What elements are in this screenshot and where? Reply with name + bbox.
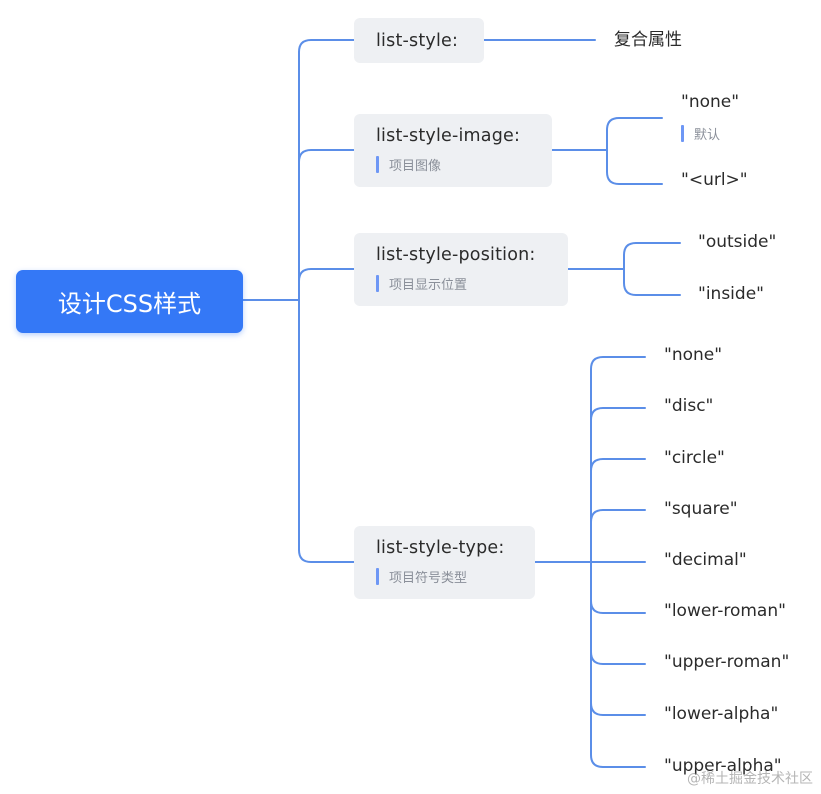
leaf-image-url[interactable]: "<url>" (681, 170, 748, 190)
leaf-type-decimal[interactable]: "decimal" (664, 550, 747, 570)
connector-type-square (590, 509, 646, 523)
connector-type-upper-roman (590, 651, 646, 665)
connector-type-lower-alpha (590, 702, 646, 716)
note-bar (376, 275, 379, 292)
note-bar (376, 156, 379, 173)
note-bar (376, 568, 379, 585)
connector-position-outside (623, 242, 681, 270)
note-bar (681, 125, 684, 142)
connector-position-inside (623, 268, 681, 296)
leaf-note-text: 默认 (694, 128, 721, 143)
connector-image-url (606, 149, 663, 185)
connector-type-circle (590, 458, 646, 472)
leaf-type-square[interactable]: "square" (664, 499, 738, 519)
connector-root-to-image (298, 149, 355, 163)
connector-type-spine (590, 356, 646, 768)
branch-title: list-style: (376, 30, 459, 51)
leaf-image-none[interactable]: "none" (681, 92, 740, 112)
branch-note: 项目符号类型 (376, 567, 513, 586)
leaf-type-none[interactable]: "none" (664, 345, 723, 365)
connector-root-to-position (298, 268, 355, 282)
leaf-position-inside[interactable]: "inside" (698, 284, 764, 304)
watermark: @稀土掘金技术社区 (687, 771, 813, 787)
branch-title: list-style-position: (376, 245, 536, 265)
branch-list-style-position[interactable]: list-style-position: 项目显示位置 (354, 233, 568, 306)
leaf-type-upper-alpha[interactable]: "upper-alpha" (664, 756, 782, 776)
leaf-type-lower-roman[interactable]: "lower-roman" (664, 601, 786, 621)
root-node[interactable]: 设计CSS样式 (16, 270, 243, 333)
branch-list-style-image[interactable]: list-style-image: 项目图像 (354, 114, 552, 187)
leaf-type-circle[interactable]: "circle" (664, 448, 725, 468)
branch-note-text: 项目显示位置 (389, 278, 468, 293)
connector-type-lower-roman (590, 600, 646, 614)
leaf-list-style-composite[interactable]: 复合属性 (614, 30, 682, 50)
branch-list-style-type[interactable]: list-style-type: 项目符号类型 (354, 526, 535, 599)
leaf-position-outside[interactable]: "outside" (698, 232, 777, 252)
branch-note-text: 项目符号类型 (389, 571, 468, 586)
branch-title: list-style-type: (376, 538, 505, 558)
branch-list-style[interactable]: list-style: (354, 18, 484, 63)
branch-note: 项目显示位置 (376, 274, 546, 293)
leaf-type-upper-roman[interactable]: "upper-roman" (664, 652, 790, 672)
leaf-type-lower-alpha[interactable]: "lower-alpha" (664, 704, 779, 724)
leaf-type-disc[interactable]: "disc" (664, 396, 714, 416)
branch-note-text: 项目图像 (389, 159, 442, 174)
connector-root-to-type (298, 299, 355, 563)
connector-image-none (606, 117, 663, 151)
connector-root-spine (298, 39, 355, 301)
leaf-note-default: 默认 (681, 124, 720, 143)
connector-type-disc (590, 407, 646, 421)
branch-title: list-style-image: (376, 126, 521, 146)
branch-note: 项目图像 (376, 155, 530, 174)
